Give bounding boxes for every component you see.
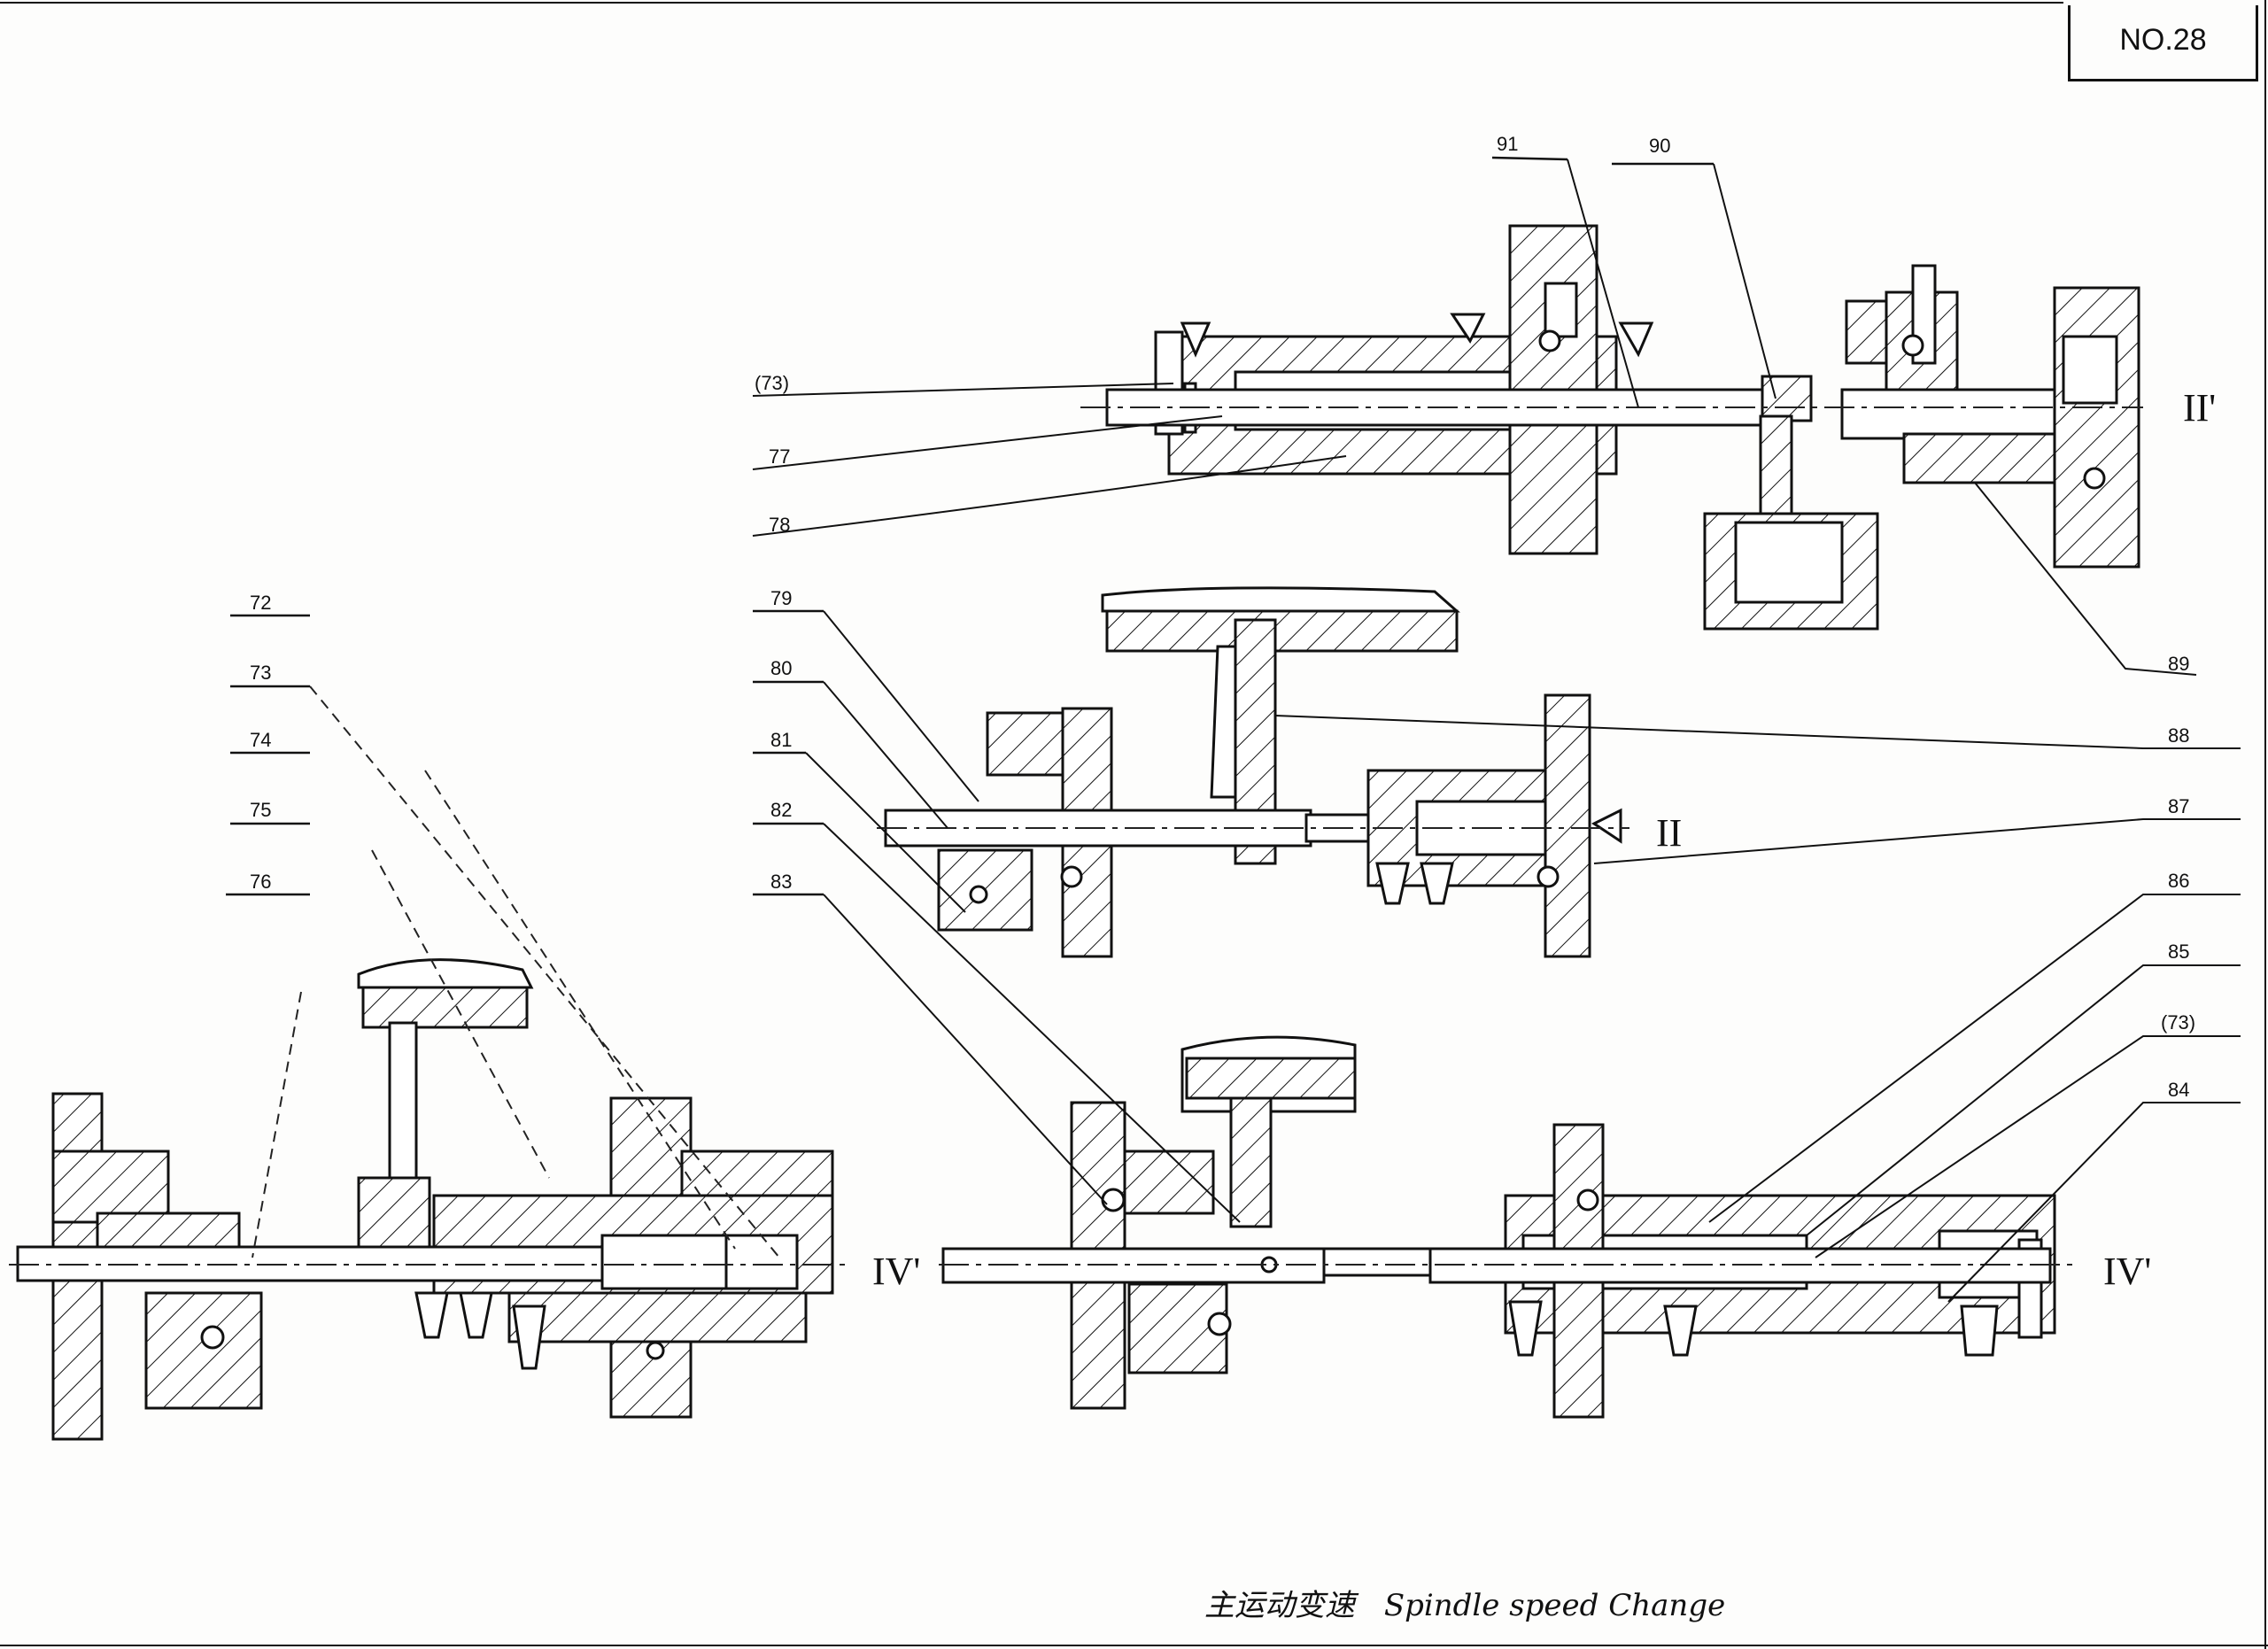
middle-right-wall [1544, 693, 1591, 958]
sheet-number-box: NO.28 [2068, 5, 2258, 81]
top-right-wall [2053, 286, 2140, 569]
bottom-left-assembly [9, 958, 850, 1441]
callout-82: 82 [770, 799, 792, 821]
shaft-label-II: II [1656, 811, 1682, 855]
middle-handle-cap [1101, 586, 1460, 613]
callout-91: 91 [1497, 133, 1518, 155]
callout-86: 86 [2168, 870, 2189, 892]
callout-87: 87 [2168, 795, 2189, 817]
callout-77: 77 [769, 445, 790, 468]
callout-75: 75 [250, 799, 271, 821]
middle-assembly [877, 586, 1629, 958]
callout-73-top: (73) [755, 372, 789, 394]
shaft-label-IV-left: IV' [872, 1250, 920, 1293]
bl-lever-arm [388, 1021, 418, 1206]
shaft-labels: II' II IV' IV' [872, 386, 2216, 1293]
callouts: (73) 77 78 91 90 89 79 80 81 82 83 88 87… [250, 133, 2195, 1101]
caption-chinese: 主运动变速 [1204, 1588, 1355, 1623]
callout-89: 89 [2168, 653, 2189, 675]
br-lever-arm [1229, 1096, 1273, 1228]
bottom-right-assembly [939, 1035, 2072, 1419]
caption-english: Spindle speed Change [1383, 1588, 1726, 1623]
shaft-label-II-prime: II' [2183, 386, 2216, 430]
top-coupling [1761, 375, 1813, 422]
drawing-caption: 主运动变速 Spindle speed Change [1204, 1581, 1745, 1624]
callout-80: 80 [770, 657, 792, 679]
bl-handle-cap [357, 958, 534, 989]
shaft-label-IV-right: IV' [2103, 1250, 2151, 1293]
bl-lever-plate [361, 986, 529, 1029]
callout-78: 78 [769, 514, 790, 536]
callout-90: 90 [1649, 135, 1670, 157]
callout-73-right: (73) [2161, 1011, 2195, 1034]
top-assembly [1080, 224, 2143, 631]
callout-74: 74 [250, 729, 271, 751]
callout-76: 76 [250, 871, 271, 893]
bl-lower-bracket [144, 1291, 263, 1410]
callout-81: 81 [770, 729, 792, 751]
callout-88: 88 [2168, 724, 2189, 747]
callout-73: 73 [250, 662, 271, 684]
leader-lines [226, 156, 2241, 1303]
sheet-number: NO.28 [2119, 23, 2207, 57]
middle-lever-plate [1105, 609, 1459, 653]
callout-83: 83 [770, 871, 792, 893]
callout-85: 85 [2168, 941, 2189, 963]
callout-84: 84 [2168, 1079, 2189, 1101]
callout-79: 79 [770, 587, 792, 609]
callout-72: 72 [250, 592, 271, 614]
